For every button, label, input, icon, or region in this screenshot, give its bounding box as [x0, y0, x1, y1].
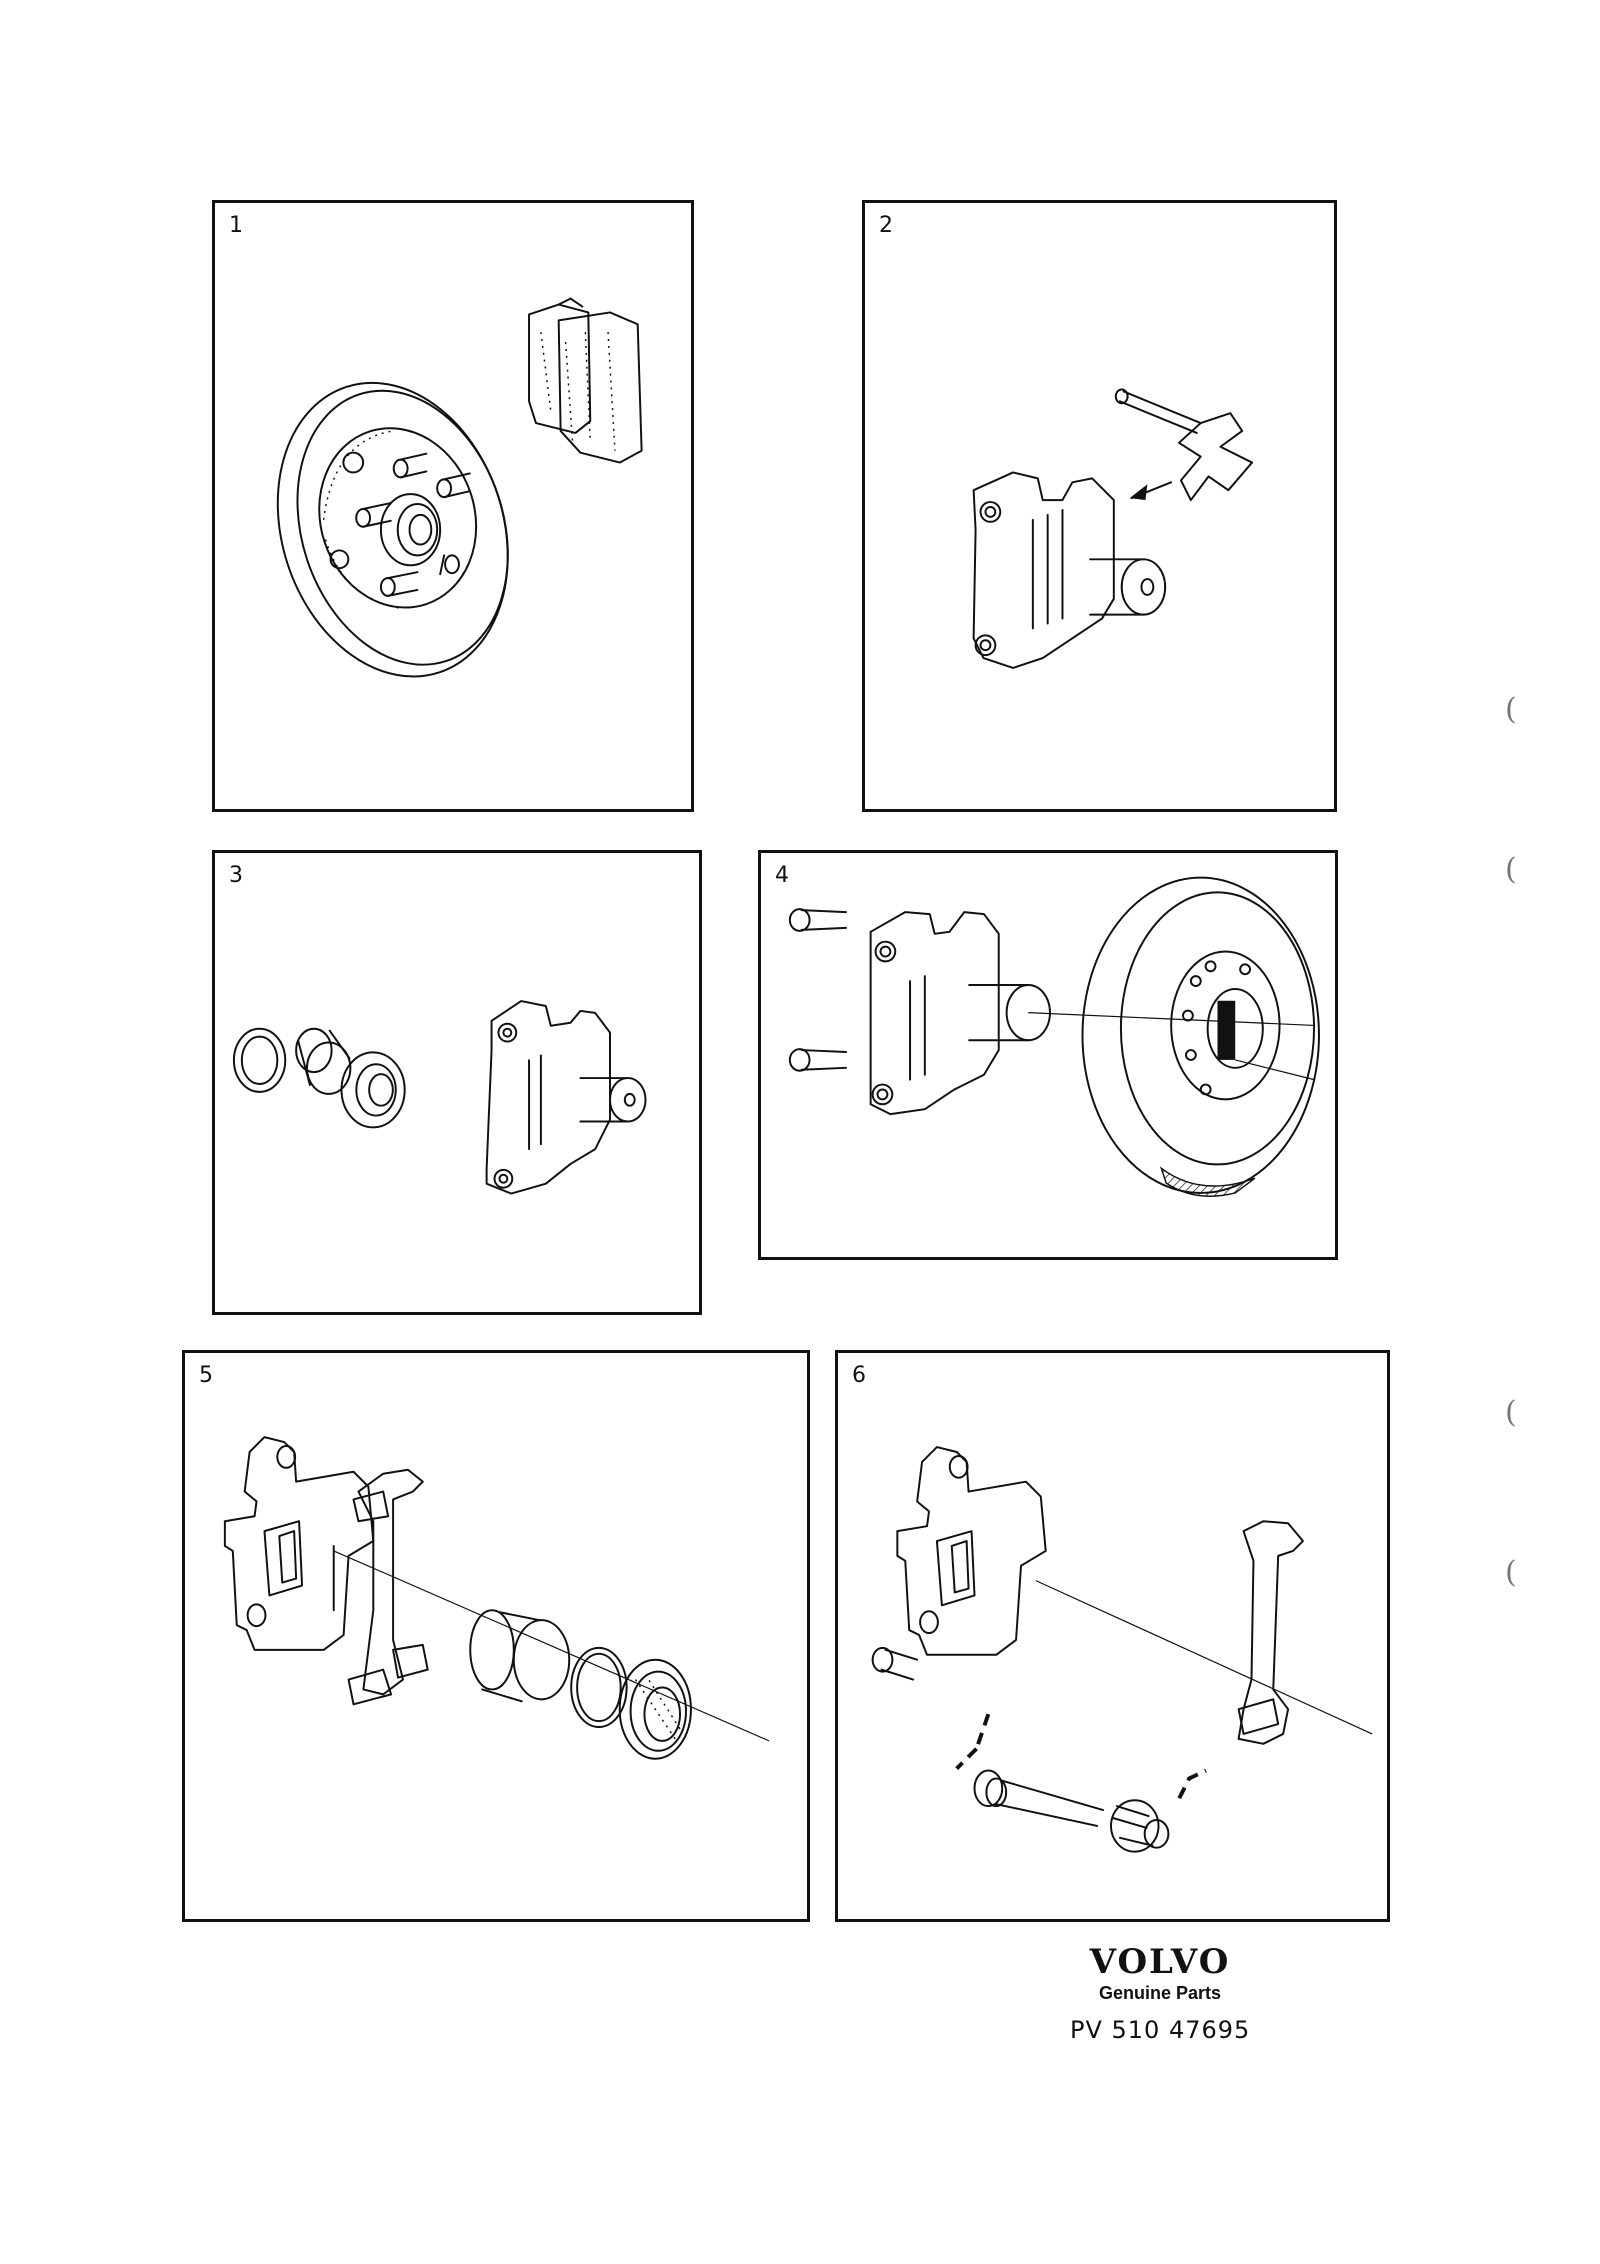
panel-number: 2 [879, 213, 893, 238]
panel-3: 3 [212, 850, 702, 1315]
panel-5: 5 [182, 1350, 810, 1922]
margin-mark: ( [1505, 1555, 1517, 1590]
panel-1: 1 [212, 200, 694, 812]
disc-hub-illustration [276, 297, 643, 678]
panel-4: 4 [758, 850, 1338, 1260]
brand-block: VOLVO Genuine Parts [1060, 1945, 1260, 2004]
caliper-guide-pin-exploded-illustration [871, 1446, 1373, 1853]
brand-logo: VOLVO [1089, 1942, 1231, 1982]
part-number: PV 510 47695 [1070, 2016, 1251, 2044]
panel-number: 1 [229, 213, 243, 238]
panel-2: 2 [862, 200, 1337, 812]
panel-number: 4 [775, 863, 789, 888]
panel-number: 5 [199, 1363, 213, 1388]
panel-number: 6 [852, 1363, 866, 1388]
margin-mark: ( [1505, 692, 1517, 727]
brand-tagline: Genuine Parts [1098, 1983, 1222, 2003]
caliper-piston-exploded-illustration [223, 1436, 770, 1760]
margin-mark: ( [1505, 852, 1517, 887]
seal-piston-illustration [232, 1000, 647, 1195]
caliper-disc-illustration [788, 876, 1320, 1197]
caliper-pin-illustration [972, 388, 1254, 669]
margin-mark: ( [1505, 1395, 1517, 1430]
panel-number: 3 [229, 863, 243, 888]
panel-6: 6 [835, 1350, 1390, 1922]
